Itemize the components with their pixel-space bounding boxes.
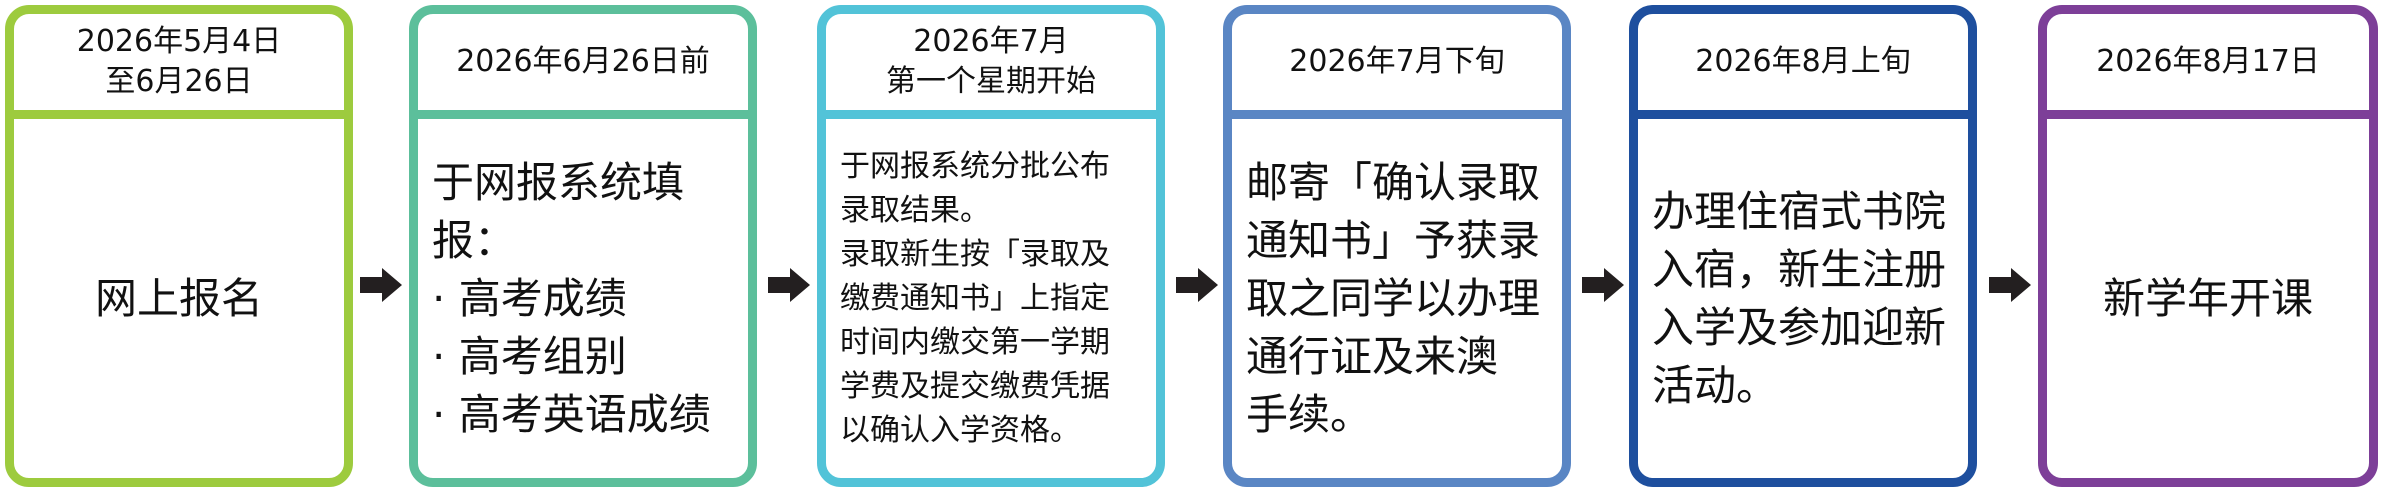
step-description: 办理住宿式书院 入宿，新生注册 入学及参加迎新 活动。 [1652, 186, 1947, 410]
step-mail-confirmation: 2026年7月下旬 邮寄「确认录取 通知书」予获录 取之同学以办理 通行证及来澳… [1223, 5, 1571, 487]
step-description: 于网报系统分批公布 录取结果。 录取新生按「录取及 缴费通知书」上指定 时间内缴… [840, 148, 1110, 448]
step-admission-results: 2026年7月 第一个星期开始 于网报系统分批公布 录取结果。 录取新生按「录取… [817, 5, 1165, 487]
step-residential-college: 2026年8月上旬 办理住宿式书院 入宿，新生注册 入学及参加迎新 活动。 [1629, 5, 1977, 487]
step-online-registration: 2026年5月4日 至6月26日 网上报名 [5, 5, 353, 487]
arrow-right-icon [1582, 268, 1624, 302]
arrow-right-icon [768, 268, 810, 302]
arrow-right-icon [360, 268, 402, 302]
step-date: 2026年7月下旬 [1232, 14, 1562, 119]
arrow-right-icon [1989, 268, 2031, 302]
step-date: 2026年8月17日 [2047, 14, 2369, 119]
step-date: 2026年8月上旬 [1638, 14, 1968, 119]
step-description: 网上报名 [94, 273, 263, 323]
step-description: 新学年开课 [2102, 273, 2313, 323]
step-description: 于网报系统填报： · 高考成绩 · 高考组别 · 高考英语成绩 [432, 157, 711, 439]
arrow-right-icon [1176, 268, 1218, 302]
step-fill-in-system: 2026年6月26日前 于网报系统填报： · 高考成绩 · 高考组别 · 高考英… [409, 5, 757, 487]
step-date: 2026年5月4日 至6月26日 [14, 14, 344, 119]
step-date: 2026年6月26日前 [418, 14, 748, 119]
step-description: 邮寄「确认录取 通知书」予获录 取之同学以办理 通行证及来澳 手续。 [1246, 157, 1541, 439]
step-new-academic-year: 2026年8月17日 新学年开课 [2038, 5, 2378, 487]
step-date: 2026年7月 第一个星期开始 [826, 14, 1156, 119]
